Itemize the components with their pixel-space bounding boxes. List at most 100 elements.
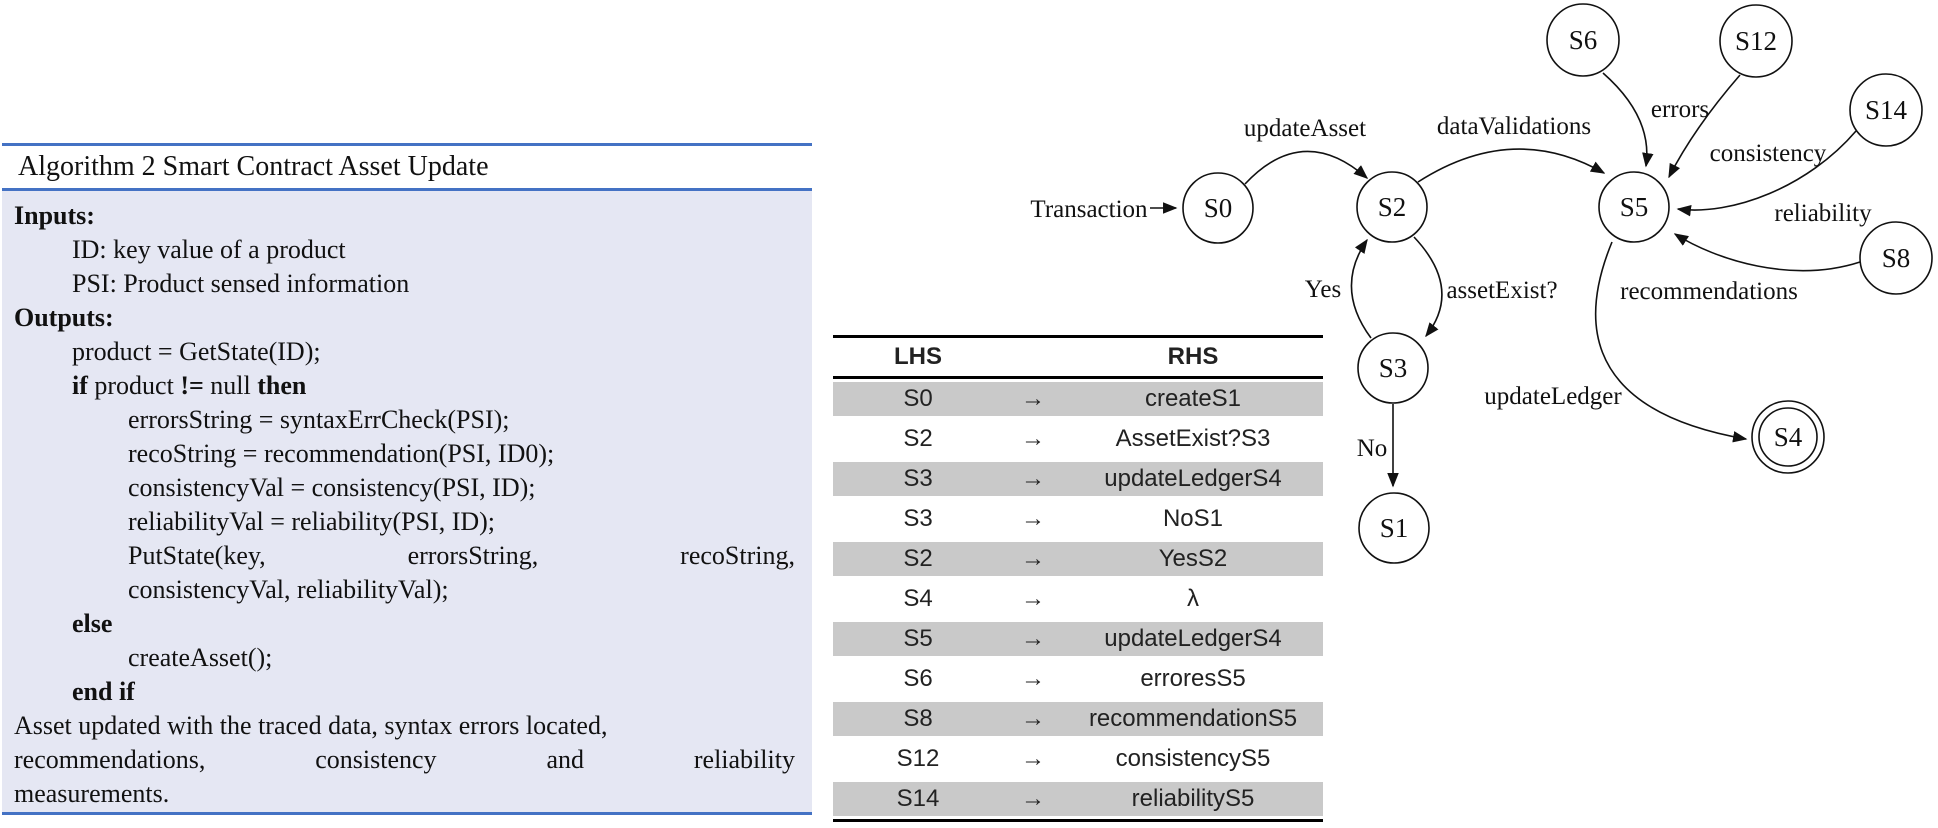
algorithm-text-segment: and	[546, 745, 584, 774]
algorithm-text-segment: consistencyVal = consistency(PSI, ID);	[128, 473, 536, 502]
algorithm-line: measurements.	[2, 777, 812, 811]
algorithm-text-segment: reliability	[693, 745, 795, 774]
table-cell-arrow: →	[1021, 385, 1045, 412]
table-row: S2→AssetExist?S3	[833, 419, 1323, 459]
algorithm-bottom-rule	[2, 812, 812, 815]
state-s3	[1357, 332, 1429, 404]
algorithm-text-segment: recoString = recommendation(PSI, ID0);	[128, 439, 555, 468]
algorithm-text-segment: !=	[180, 371, 211, 400]
table-cell-arrow: →	[1021, 665, 1045, 692]
edge-errors	[1602, 72, 1654, 168]
table-row: S14→reliabilityS5	[833, 779, 1323, 819]
edge-data-validations	[1417, 148, 1606, 183]
algorithm-line: if product != null then	[2, 369, 812, 403]
table-cell-rhs: recommendationS5	[1088, 705, 1298, 732]
label-no: No	[1357, 435, 1388, 462]
table-cell-rhs: erroresS5	[1140, 665, 1246, 692]
label-asset-exist: assetExist?	[1446, 277, 1557, 304]
table-cell-rhs: λ	[1187, 585, 1199, 612]
table-cell-rhs: consistencyS5	[1115, 745, 1271, 772]
algorithm-text-segment: if	[72, 371, 95, 400]
algorithm-text-segment: measurements.	[14, 779, 170, 808]
state-label-s14: S14	[1865, 95, 1908, 125]
table-cell-arrow: →	[1021, 425, 1045, 452]
algorithm-text-segment: null	[210, 371, 258, 400]
edge-asset-exist	[1413, 236, 1443, 338]
algorithm-text-segment: errorsString,	[407, 541, 539, 570]
table-cell-rhs: NoS1	[1162, 505, 1224, 532]
table-row: S3→updateLedgerS4	[833, 459, 1323, 499]
label-errors: errors	[1651, 96, 1709, 123]
table-row: S0 → createS1	[833, 379, 1323, 419]
state-label-s2: S2	[1378, 192, 1407, 222]
state-s6	[1546, 3, 1620, 77]
algorithm-title: Algorithm 2 Smart Contract Asset Update	[2, 146, 812, 188]
table-cell-arrow: →	[1021, 545, 1045, 572]
table-cell-rhs: YesS2	[1158, 545, 1228, 572]
algorithm-line: consistencyVal, reliabilityVal);	[2, 573, 812, 607]
table-cell-lhs: S0	[903, 385, 933, 412]
table-cell-rhs: createS1	[1144, 385, 1242, 412]
table-row: S12→consistencyS5	[833, 739, 1323, 779]
grammar-table-header: LHS RHS	[833, 338, 1323, 379]
label-update-asset: updateAsset	[1244, 115, 1366, 142]
edge-consistency	[1668, 74, 1741, 179]
state-diagram: S0 S2 S5 S6 S12 S14 S8 S3 S1 S4 Transact…	[1030, 3, 1933, 564]
table-cell-lhs: S2	[903, 545, 933, 572]
table-cell-lhs: S3	[903, 505, 933, 532]
table-cell-arrow: →	[1021, 625, 1045, 652]
table-cell-arrow: →	[1021, 465, 1045, 492]
table-cell-lhs: S14	[896, 785, 940, 812]
edge-yes	[1350, 238, 1372, 339]
edge-update-ledger	[1594, 241, 1748, 443]
table-cell-lhs: S2	[903, 425, 933, 452]
table-cell-arrow: →	[1021, 705, 1045, 732]
algorithm-text-segment: product = GetState(ID);	[72, 337, 321, 366]
state-s12	[1719, 4, 1793, 78]
state-label-s5: S5	[1620, 192, 1649, 222]
algorithm-line: Outputs:	[2, 301, 812, 335]
label-recommendations: recommendations	[1620, 278, 1798, 305]
table-cell-rhs: updateLedgerS4	[1104, 625, 1282, 652]
algorithm-line: else	[2, 607, 812, 641]
state-label-s3: S3	[1379, 353, 1408, 383]
algorithm-text-segment: createAsset();	[128, 643, 273, 672]
algorithm-text-segment: consistency	[315, 745, 437, 774]
algorithm-line: product = GetState(ID);	[2, 335, 812, 369]
state-s14	[1849, 73, 1923, 147]
algorithm-line: end if	[2, 675, 812, 709]
table-cell-arrow: →	[1021, 505, 1045, 532]
table-row: S5 → updateLedgerS4	[833, 619, 1323, 659]
algorithm-text-segment: PutState(key,	[128, 541, 266, 570]
table-row: S2 → YesS2	[833, 539, 1323, 579]
state-label-s8: S8	[1882, 243, 1911, 273]
label-reliability: reliability	[1774, 200, 1872, 227]
label-consistency: consistency	[1710, 140, 1827, 167]
state-label-s1: S1	[1380, 513, 1409, 543]
algorithm-top-rule	[2, 143, 812, 146]
state-label-s0: S0	[1204, 193, 1233, 223]
table-cell-lhs: S5	[903, 625, 933, 652]
state-s8	[1859, 221, 1933, 295]
algorithm-text-segment: errorsString = syntaxErrCheck(PSI);	[128, 405, 510, 434]
algorithm-line: recoString = recommendation(PSI, ID0);	[2, 437, 812, 471]
algorithm-line: PSI: Product sensed information	[2, 267, 812, 301]
table-cell-arrow: →	[1021, 785, 1045, 812]
algorithm-text-segment: Inputs:	[14, 201, 95, 230]
state-label-s6: S6	[1569, 25, 1598, 55]
algorithm-text-segment: ID: key value of a product	[72, 235, 346, 264]
label-update-ledger: updateLedger	[1484, 383, 1622, 410]
state-s1	[1358, 492, 1430, 564]
table-cell-rhs: updateLedgerS4	[1104, 465, 1282, 492]
algorithm-text-segment: consistencyVal, reliabilityVal);	[128, 575, 449, 604]
algorithm-title-rule	[2, 188, 812, 191]
algorithm-text-segment: reliabilityVal = reliability(PSI, ID);	[128, 507, 496, 536]
table-cell-lhs: S12	[896, 745, 940, 772]
edge-reliability	[1676, 130, 1857, 217]
algorithm-text-segment: Outputs:	[14, 303, 114, 332]
algorithm-line: Asset updated with the traced data, synt…	[2, 709, 812, 743]
